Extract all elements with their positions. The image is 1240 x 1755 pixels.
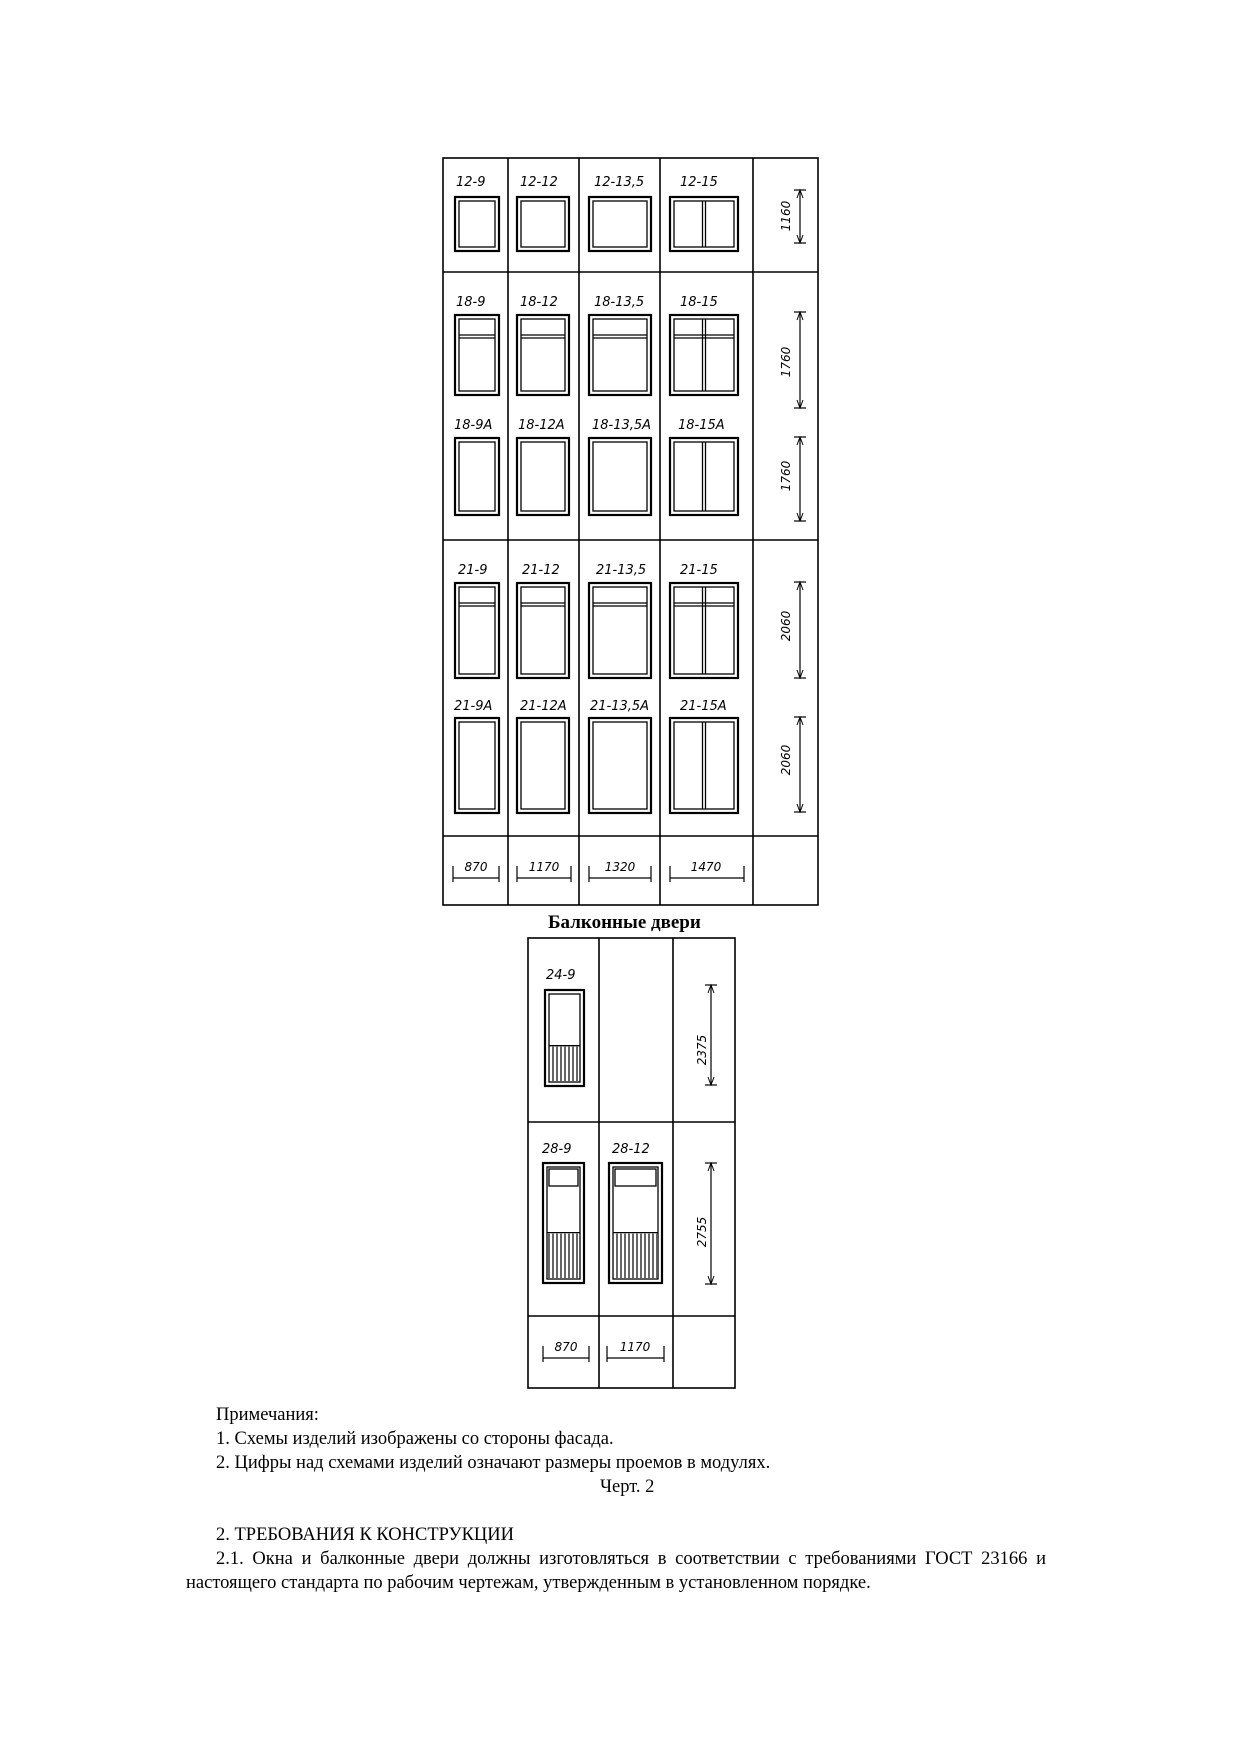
window-label: 18-12A bbox=[518, 418, 565, 433]
figure-caption: Черт. 2 bbox=[600, 1477, 655, 1497]
window-label: 18-9 bbox=[456, 295, 486, 310]
window-scheme bbox=[515, 195, 571, 253]
windows-table-frame bbox=[442, 157, 819, 906]
dimension-line bbox=[794, 715, 806, 814]
window-scheme bbox=[668, 716, 740, 815]
window-scheme bbox=[668, 195, 740, 253]
section-paragraph: 2.1. Окна и балконные двери должны изгот… bbox=[186, 1549, 1046, 1593]
window-scheme bbox=[668, 436, 740, 517]
height-dimension: 2375 bbox=[695, 1035, 709, 1066]
dimension-line bbox=[669, 866, 745, 882]
window-label: 21-9A bbox=[454, 699, 492, 714]
dimension-line bbox=[705, 1161, 717, 1286]
dimension-line bbox=[794, 580, 806, 680]
window-scheme bbox=[453, 195, 501, 253]
window-scheme bbox=[668, 313, 740, 397]
window-scheme bbox=[515, 716, 571, 815]
window-label: 21-9 bbox=[458, 563, 488, 578]
balcony-door-scheme bbox=[607, 1161, 664, 1285]
window-scheme bbox=[515, 581, 571, 680]
window-label: 21-13,5A bbox=[590, 699, 649, 714]
dimension-line bbox=[606, 1346, 665, 1362]
dimension-line bbox=[794, 435, 806, 523]
window-scheme bbox=[453, 436, 501, 517]
width-dimension: 1170 bbox=[529, 860, 560, 874]
width-dimension: 870 bbox=[465, 860, 488, 874]
note-item: 1. Схемы изделий изображены со стороны ф… bbox=[216, 1429, 614, 1449]
window-label: 18-9A bbox=[454, 418, 492, 433]
width-dimension: 1470 bbox=[691, 860, 722, 874]
window-label: 12-9 bbox=[456, 175, 486, 190]
window-label: 21-15 bbox=[680, 563, 718, 578]
dimension-line bbox=[588, 866, 652, 882]
window-label: 18-12 bbox=[520, 295, 558, 310]
width-dimension: 870 bbox=[555, 1340, 578, 1354]
height-dimension: 2060 bbox=[779, 744, 793, 775]
window-scheme bbox=[453, 581, 501, 680]
window-label: 21-15A bbox=[680, 699, 727, 714]
notes-title: Примечания: bbox=[216, 1405, 319, 1425]
window-label: 18-13,5 bbox=[594, 295, 644, 310]
note-item: 2. Цифры над схемами изделий означают ра… bbox=[216, 1453, 771, 1473]
height-dimension: 2060 bbox=[779, 610, 793, 641]
door-label: 24-9 bbox=[546, 968, 576, 983]
window-scheme bbox=[587, 716, 653, 815]
window-label: 18-13,5A bbox=[592, 418, 651, 433]
door-label: 28-12 bbox=[612, 1142, 650, 1157]
height-dimension: 2755 bbox=[695, 1217, 709, 1248]
window-scheme bbox=[587, 313, 653, 397]
dimension-line bbox=[794, 188, 806, 245]
window-scheme bbox=[668, 581, 740, 680]
section-heading: 2. ТРЕБОВАНИЯ К КОНСТРУКЦИИ bbox=[216, 1525, 515, 1545]
dimension-line bbox=[794, 310, 806, 410]
dimension-line bbox=[542, 1346, 590, 1362]
window-label: 12-12 bbox=[520, 175, 558, 190]
window-scheme bbox=[515, 436, 571, 517]
balcony-door-scheme bbox=[541, 1161, 586, 1285]
window-scheme bbox=[453, 313, 501, 397]
doors-table-frame bbox=[527, 937, 736, 1389]
balcony-door-scheme bbox=[543, 988, 586, 1088]
window-label: 21-13,5 bbox=[596, 563, 646, 578]
window-label: 18-15 bbox=[680, 295, 718, 310]
window-scheme bbox=[587, 195, 653, 253]
dimension-line bbox=[452, 866, 500, 882]
dimension-line bbox=[705, 983, 717, 1087]
width-dimension: 1170 bbox=[620, 1340, 651, 1354]
height-dimension: 1160 bbox=[779, 200, 793, 231]
window-label: 21-12A bbox=[520, 699, 567, 714]
height-dimension: 1760 bbox=[779, 346, 793, 377]
height-dimension: 1760 bbox=[779, 460, 793, 491]
window-scheme bbox=[515, 313, 571, 397]
window-scheme bbox=[453, 716, 501, 815]
window-label: 12-15 bbox=[680, 175, 718, 190]
window-label: 21-12 bbox=[522, 563, 560, 578]
window-label: 18-15A bbox=[678, 418, 725, 433]
window-scheme bbox=[587, 436, 653, 517]
width-dimension: 1320 bbox=[605, 860, 636, 874]
dimension-line bbox=[516, 866, 572, 882]
window-scheme bbox=[587, 581, 653, 680]
doors-caption: Балконные двери bbox=[548, 912, 701, 933]
window-label: 12-13,5 bbox=[594, 175, 644, 190]
door-label: 28-9 bbox=[542, 1142, 572, 1157]
